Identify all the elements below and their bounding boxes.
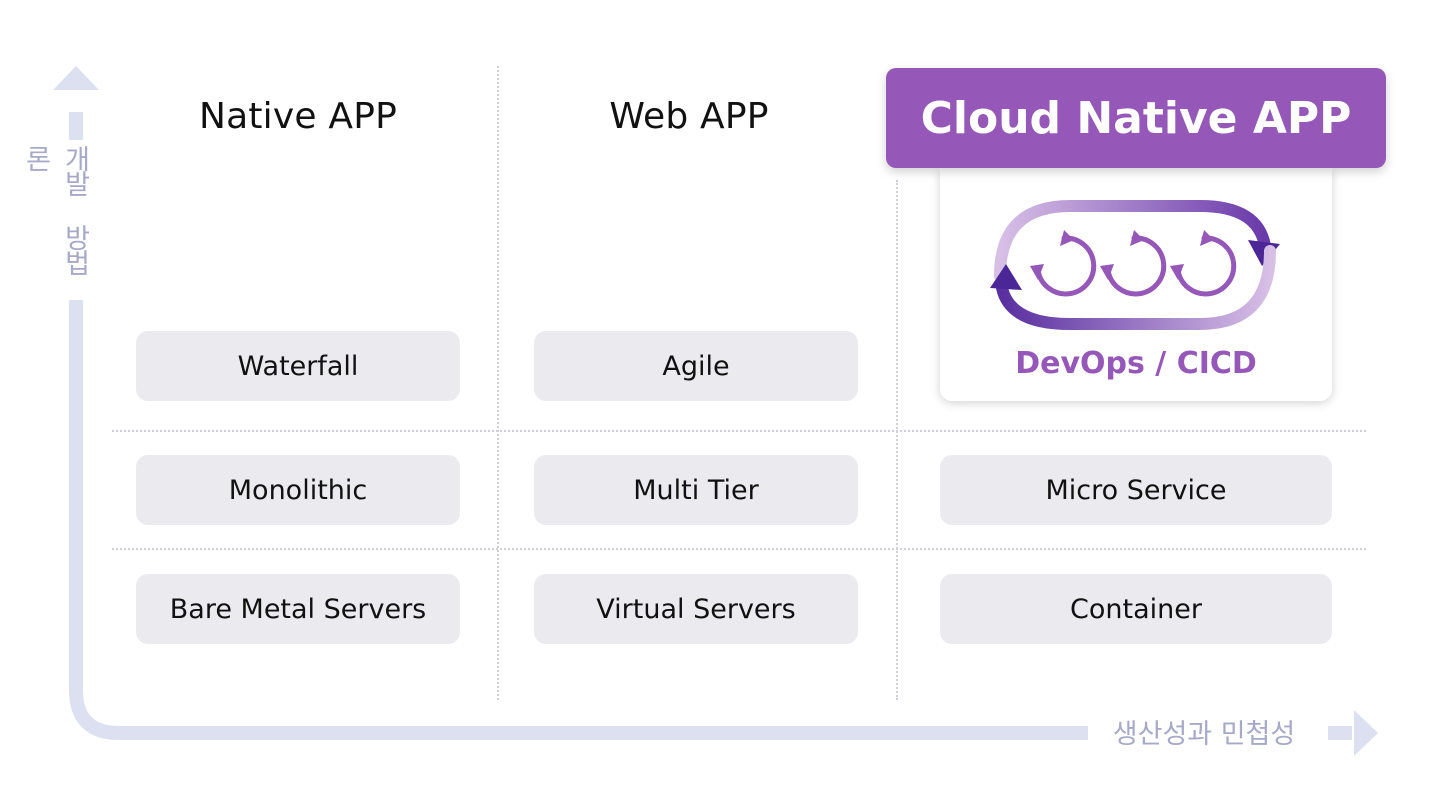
devops-cycle-icon [990,200,1280,330]
x-axis-arrowhead [1354,710,1378,756]
box-container: Container [940,574,1332,644]
box-agile: Agile [534,331,858,401]
grid-divider-row-1 [112,430,1366,432]
box-bare-metal: Bare Metal Servers [136,574,460,644]
column-title-native: Native APP [198,96,398,137]
column-title-cloud-native: Cloud Native APP [886,68,1386,168]
devops-card: DevOps / CICD [940,168,1332,401]
grid-divider-2 [896,180,898,700]
y-axis-label: 개발 방법론 [20,145,90,274]
box-virtual-servers: Virtual Servers [534,574,858,644]
y-axis-shaft [69,300,1088,740]
grid-divider-row-2 [112,548,1366,550]
box-multi-tier: Multi Tier [534,455,858,525]
box-monolithic: Monolithic [136,455,460,525]
column-title-web: Web APP [609,96,769,137]
y-axis-arrowhead [53,66,99,90]
cloud-native-title-text: Cloud Native APP [920,92,1352,144]
box-micro-service: Micro Service [940,455,1332,525]
devops-label: DevOps / CICD [1015,346,1257,381]
x-axis-label: 생산성과 민첩성 [1112,719,1296,750]
box-waterfall: Waterfall [136,331,460,401]
grid-divider-1 [497,66,499,700]
